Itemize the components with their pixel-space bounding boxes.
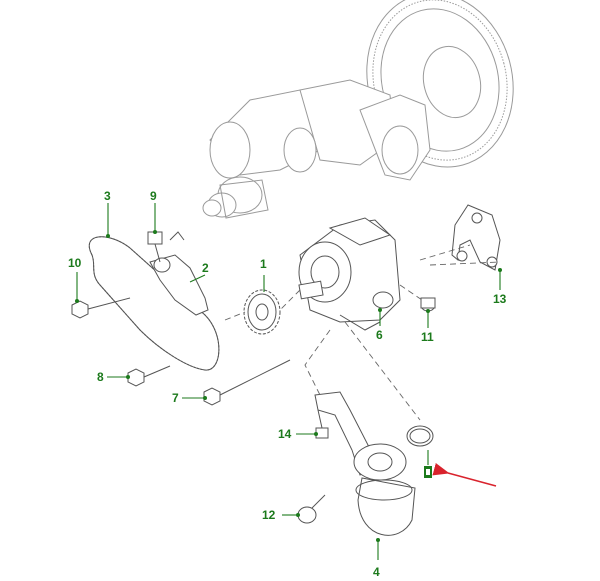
svg-text:13: 13 <box>493 292 507 306</box>
svg-text:11: 11 <box>421 330 434 344</box>
callout-5-marker <box>424 450 432 478</box>
o-ring <box>406 425 434 447</box>
crankshaft-ghost <box>202 0 514 219</box>
svg-text:2: 2 <box>202 261 209 275</box>
pump-bracket <box>451 204 501 271</box>
svg-text:12: 12 <box>262 508 276 522</box>
callout-6: 6 <box>376 308 383 342</box>
callout-3: 3 <box>104 189 111 238</box>
callout-2: 2 <box>189 261 209 283</box>
callout-13: 13 <box>493 268 507 306</box>
svg-text:14: 14 <box>278 427 292 441</box>
callout-7: 7 <box>172 391 207 405</box>
svg-text:6: 6 <box>376 328 383 342</box>
bolt-10 <box>71 297 131 319</box>
bolt-12 <box>297 494 326 524</box>
oil-pickup <box>314 391 416 536</box>
svg-text:7: 7 <box>172 391 179 405</box>
bolt-9 <box>147 231 163 263</box>
svg-text:4: 4 <box>373 565 380 579</box>
svg-text:8: 8 <box>97 370 104 384</box>
chain-tensioner <box>149 231 209 316</box>
assembly-lines <box>224 244 501 421</box>
svg-text:9: 9 <box>150 189 157 203</box>
oil-pump-sprocket <box>243 289 281 335</box>
svg-text:10: 10 <box>68 256 82 270</box>
callout-1: 1 <box>260 257 267 292</box>
callout-4: 4 <box>373 538 380 579</box>
callout-14: 14 <box>278 427 318 441</box>
bolt-8 <box>127 365 171 387</box>
bolt-7 <box>203 359 291 406</box>
callout-11: 11 <box>421 309 434 344</box>
callout-12: 12 <box>262 508 300 522</box>
highlight-arrow <box>432 463 497 487</box>
oil-pump <box>298 217 401 331</box>
svg-text:1: 1 <box>260 257 267 271</box>
callout-9: 9 <box>150 189 157 234</box>
timing-chain <box>88 236 220 371</box>
svg-text:3: 3 <box>104 189 111 203</box>
dowel-11 <box>420 297 436 312</box>
callout-10: 10 <box>68 256 82 303</box>
callout-8: 8 <box>97 370 130 384</box>
